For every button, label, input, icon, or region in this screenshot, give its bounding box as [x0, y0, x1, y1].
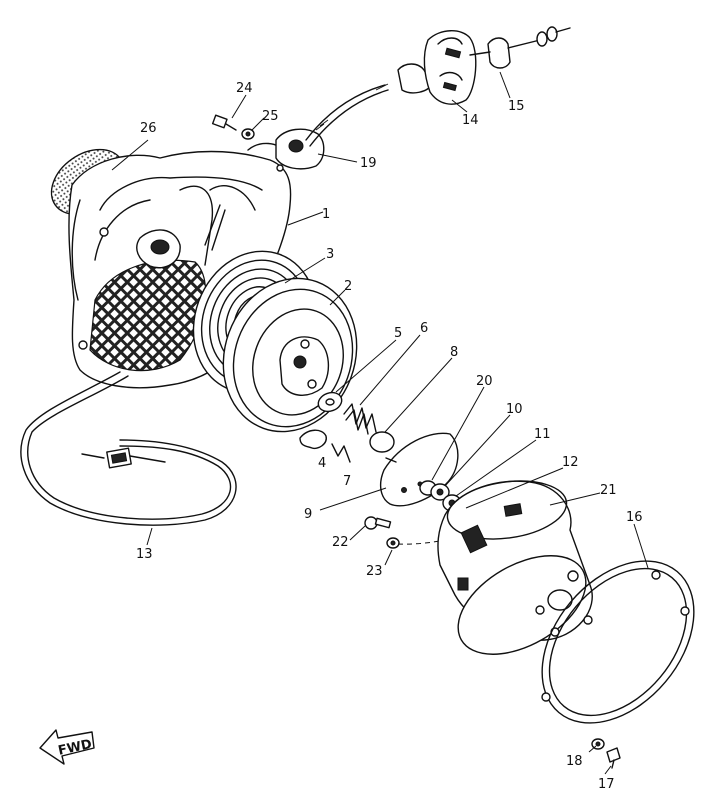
- washer-23-part: [386, 537, 400, 549]
- callout-14: 14: [462, 113, 479, 128]
- callout-labels: 1 2 3 4 5 6 7 8 9 10 11 12 13 14 15 16 1…: [136, 81, 643, 792]
- callout-20: 20: [476, 374, 493, 389]
- callout-9: 9: [304, 507, 312, 522]
- fuel-line-part: [20, 371, 237, 526]
- pawl-spring-part: [331, 443, 351, 463]
- callout-17: 17: [598, 777, 615, 792]
- cable-guide-part: [275, 128, 325, 170]
- pawl-part: [299, 429, 327, 450]
- screw-22-part: [364, 516, 392, 530]
- callout-15: 15: [508, 99, 525, 114]
- callout-23: 23: [366, 564, 383, 579]
- callout-21: 21: [600, 483, 617, 498]
- callout-13: 13: [136, 547, 153, 562]
- fwd-arrow-icon: FWD: [39, 729, 95, 765]
- callout-6: 6: [420, 321, 428, 336]
- callout-4: 4: [318, 456, 326, 471]
- starter-handle-part: [423, 30, 477, 105]
- callout-2: 2: [344, 279, 352, 294]
- callout-7: 7: [343, 474, 351, 489]
- callout-19: 19: [360, 156, 377, 171]
- callout-26: 26: [140, 121, 157, 136]
- handle-grip-part: [469, 26, 571, 69]
- pulley-reel-part: [222, 277, 358, 433]
- washer-10-part: [430, 483, 450, 501]
- callout-16: 16: [626, 510, 643, 525]
- callout-25: 25: [262, 109, 279, 124]
- bolt-24-part: [211, 114, 237, 131]
- callout-10: 10: [506, 402, 523, 417]
- screw-17-part: [606, 747, 621, 769]
- callout-11: 11: [534, 427, 551, 442]
- callout-22: 22: [332, 535, 349, 550]
- callout-12: 12: [562, 455, 579, 470]
- starter-cup-part: [437, 480, 593, 655]
- washer-5-part: [317, 391, 343, 413]
- cover-ring-part: [541, 560, 695, 724]
- fwd-label: FWD: [57, 737, 94, 759]
- callout-3: 3: [326, 247, 334, 262]
- clip-ring-part: [369, 431, 395, 453]
- washer-25-part: [241, 128, 255, 140]
- callout-1: 1: [322, 207, 330, 222]
- leader-lines: [111, 71, 649, 775]
- starter-rope-part: [305, 63, 433, 147]
- callout-24: 24: [236, 81, 253, 96]
- coil-spring-part: [343, 403, 377, 435]
- callout-8: 8: [450, 345, 458, 360]
- callout-5: 5: [394, 326, 402, 341]
- callout-18: 18: [566, 754, 583, 769]
